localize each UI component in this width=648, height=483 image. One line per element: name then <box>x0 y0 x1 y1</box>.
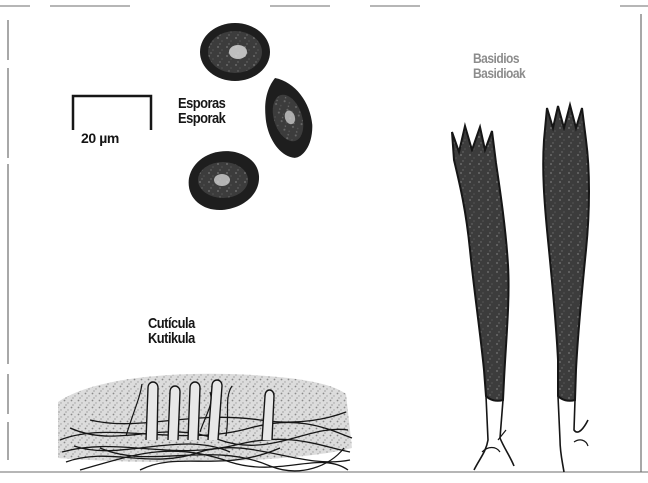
cuticle-layer <box>58 374 352 471</box>
spores-label-es: Esporas <box>178 96 225 111</box>
basidium-right <box>543 105 589 472</box>
scale-bar-label: 20 µm <box>81 130 119 146</box>
spore-bottom <box>189 151 259 210</box>
spores-label: Esporas Esporak <box>178 96 225 126</box>
basidium-left <box>452 126 514 470</box>
cuticle-label: Cutícula Kutikula <box>148 316 195 346</box>
basidia-label-es: Basidios <box>473 51 525 66</box>
spore-right <box>253 71 321 163</box>
basidia-label-eu: Basidioak <box>473 66 525 81</box>
basidia-label: Basidios Basidioak <box>473 51 525 81</box>
scale-bar <box>73 96 151 130</box>
spores-label-eu: Esporak <box>178 111 225 126</box>
cuticle-label-es: Cutícula <box>148 316 195 331</box>
spore-top <box>200 23 270 81</box>
cuticle-label-eu: Kutikula <box>148 331 195 346</box>
